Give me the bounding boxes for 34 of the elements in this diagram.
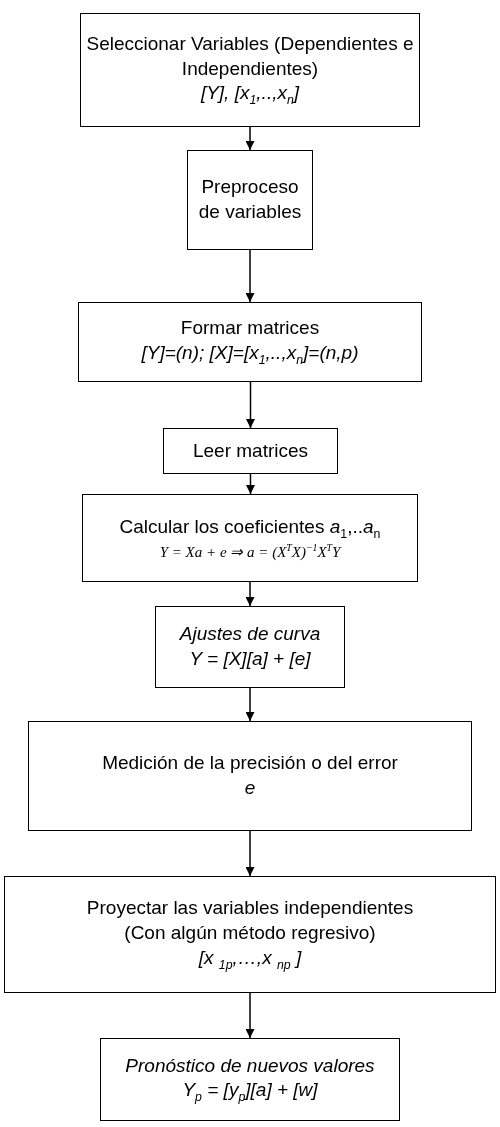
arrow	[245, 992, 255, 1039]
step-label: Proyectar las variables independientes	[86, 896, 414, 921]
step-label: Ajustes de curva	[179, 622, 321, 647]
arrow	[245, 581, 255, 607]
formula-text: Y = [X][a] + [e]	[189, 647, 311, 671]
process-box	[100, 1038, 400, 1121]
process-box	[187, 150, 313, 250]
process-box	[78, 302, 422, 382]
process-box	[155, 606, 345, 688]
process-box	[80, 13, 420, 127]
process-box	[82, 494, 418, 582]
formula-text: e	[244, 776, 256, 800]
formula-text: Y = Xa + e ⇒ a = (X$^{T}$X)$^{−1}$X$^{T}$Y	[159, 541, 341, 561]
arrow	[245, 249, 255, 303]
step-label: Preproceso de variables	[197, 175, 303, 224]
step-label: Leer matrices	[192, 438, 309, 463]
step-label: Seleccionar Variables (Dependientes e Independientes)	[85, 31, 415, 81]
arrow	[246, 473, 255, 495]
process-box	[4, 876, 496, 993]
formula-text: (Con algún método regresivo)	[124, 921, 376, 946]
step-label: Pronóstico de nuevos valores	[125, 1053, 375, 1078]
step-label: Medición de la precisión o del error	[102, 751, 398, 776]
process-box	[28, 721, 472, 831]
formula-text: [x $_{1p}$,…,x $_{np}$ ]	[198, 945, 302, 973]
step-label: Calcular los coeficientes a$_{1}$,..a$_{n}$	[119, 515, 381, 542]
arrow	[245, 830, 255, 877]
formula-text: Y$_{p}$ = [y$_{p}$][a] + [w]	[182, 1078, 318, 1106]
arrow	[245, 687, 255, 722]
arrow	[246, 381, 255, 429]
step-label: Formar matrices	[180, 316, 320, 341]
arrow	[245, 126, 255, 151]
process-box	[163, 428, 338, 474]
formula-text: [Y], [x$_{1}$,..,x$_{n}$]	[200, 81, 300, 109]
formula-text: [Y]=(n); [X]=[x$_{1}$,..,x$_{n}$]=(n,p)	[141, 340, 359, 368]
